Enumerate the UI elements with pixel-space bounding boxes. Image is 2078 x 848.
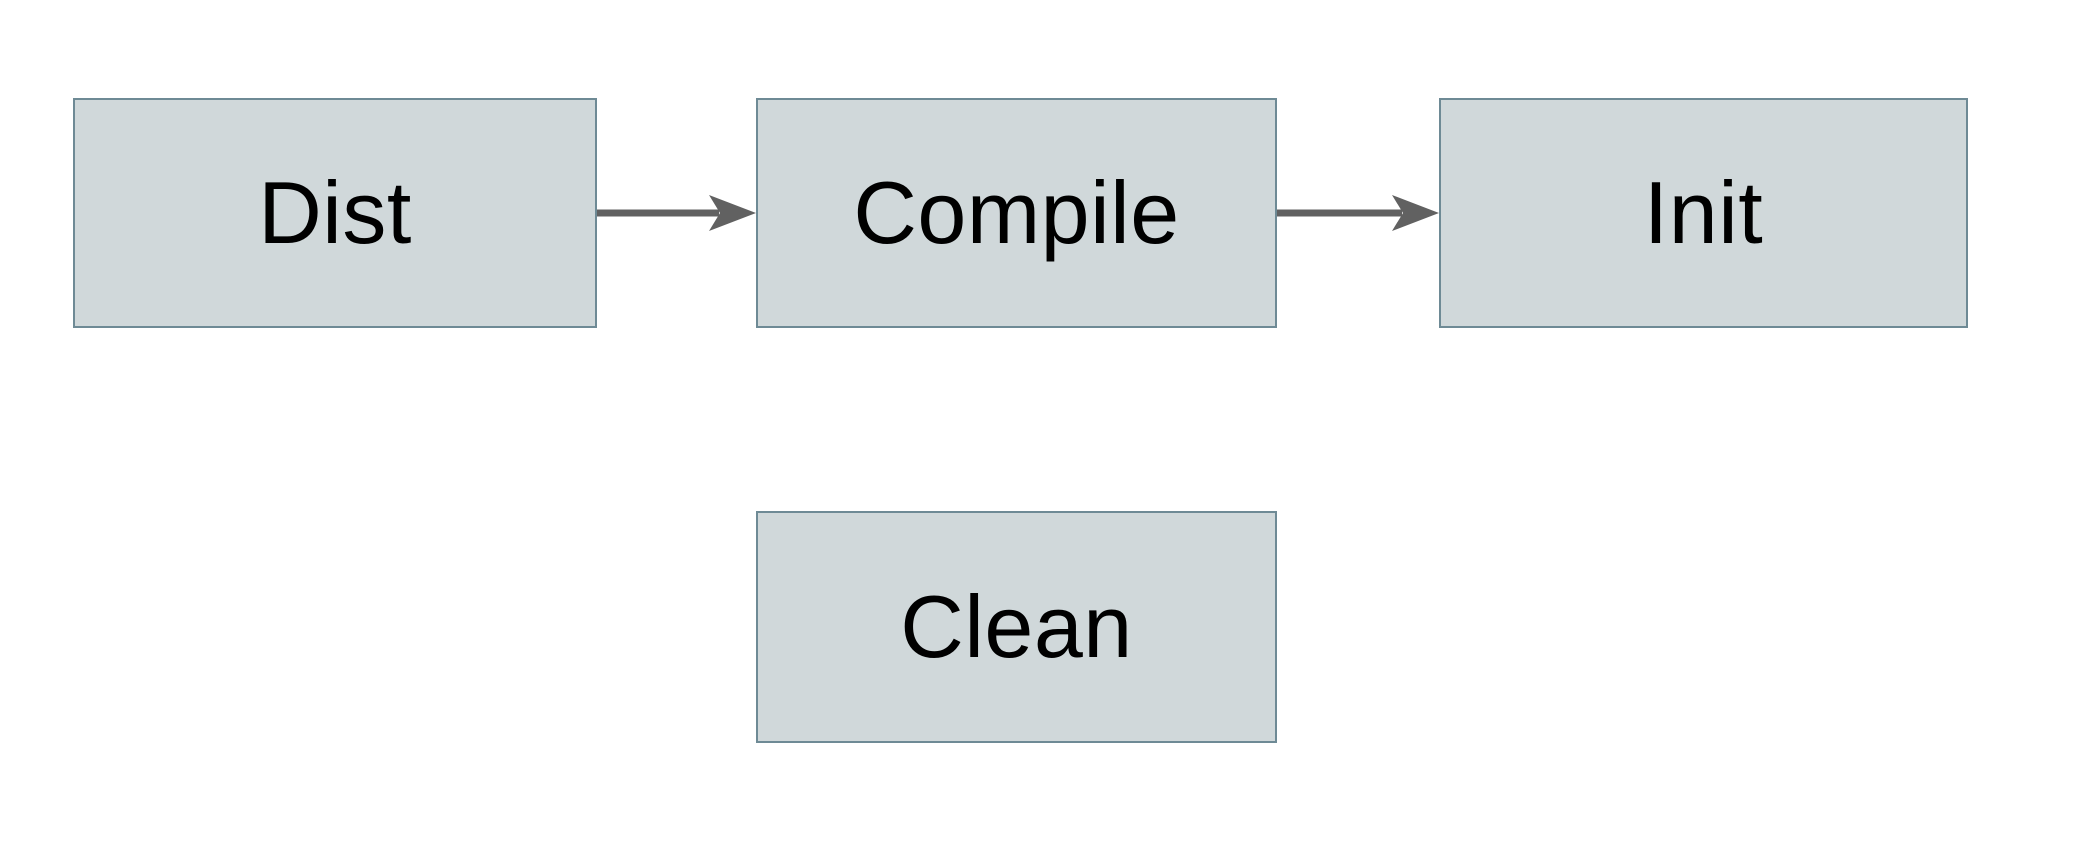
node-init-label: Init — [1643, 163, 1764, 262]
node-dist-label: Dist — [258, 163, 412, 262]
node-dist[interactable]: Dist — [73, 98, 597, 328]
arrow-dist-to-compile[interactable] — [597, 191, 756, 235]
arrow-compile-to-init[interactable] — [1277, 191, 1439, 235]
node-compile[interactable]: Compile — [756, 98, 1277, 328]
arrowhead-icon — [709, 195, 756, 231]
node-clean[interactable]: Clean — [756, 511, 1277, 743]
node-clean-label: Clean — [900, 577, 1133, 676]
node-compile-label: Compile — [853, 163, 1180, 262]
node-init[interactable]: Init — [1439, 98, 1968, 328]
arrowhead-icon — [1392, 195, 1439, 231]
